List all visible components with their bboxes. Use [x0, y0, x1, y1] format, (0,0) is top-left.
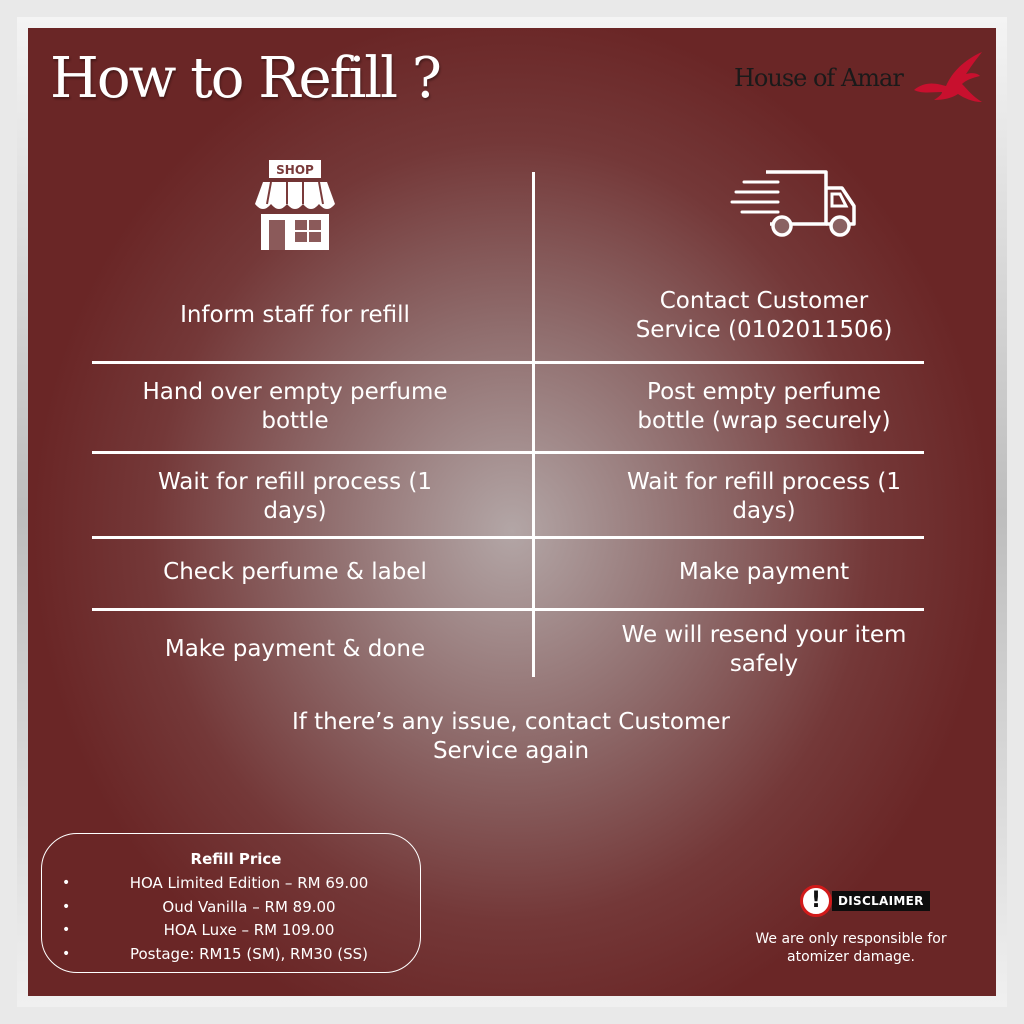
disclaimer-text: We are only responsible for atomizer dam… — [755, 931, 947, 965]
row-divider — [92, 536, 924, 539]
price-item: Oud Vanilla – RM 89.00 — [42, 896, 432, 920]
online-step-3: Wait for refill process (1 days) — [626, 469, 901, 524]
brand-logo: House of Amar — [734, 42, 984, 102]
in-store-step-2: Hand over empty perfume bottle — [142, 379, 448, 434]
online-step-1: Contact Customer Service (0102011506) — [635, 288, 893, 343]
refill-price-title: Refill Price — [190, 850, 282, 868]
brand-name: House of Amar — [734, 64, 904, 92]
refill-panel: How to Refill ? House of Amar SHOP — [28, 28, 996, 996]
disclaimer-label: DISCLAIMER — [832, 891, 930, 911]
exclamation-icon: ! — [800, 885, 832, 917]
online-step-4: Make payment — [678, 559, 850, 585]
in-store-step-1: Inform staff for refill — [180, 302, 410, 328]
in-store-step-5: Make payment & done — [164, 636, 426, 662]
column-divider — [532, 172, 535, 677]
online-step-5: We will resend your item safely — [621, 622, 907, 677]
online-step-2: Post empty perfume bottle (wrap securely… — [637, 379, 891, 434]
price-item: HOA Luxe – RM 109.00 — [42, 919, 432, 943]
shop-icon: SHOP — [255, 160, 335, 250]
pegasus-logo-icon — [914, 52, 982, 102]
row-divider — [92, 361, 924, 364]
row-divider — [92, 608, 924, 611]
row-divider — [92, 451, 924, 454]
in-store-step-3: Wait for refill process (1 days) — [157, 469, 432, 524]
refill-price-box: Refill Price HOA Limited Edition – RM 69… — [41, 833, 421, 973]
price-item: HOA Limited Edition – RM 69.00 — [42, 872, 432, 896]
price-item: Postage: RM15 (SM), RM30 (SS) — [42, 943, 432, 967]
disclaimer-badge: ! DISCLAIMER — [800, 885, 930, 919]
issue-note: If there’s any issue, contact Customer S… — [291, 709, 731, 764]
in-store-step-4: Check perfume & label — [163, 559, 427, 585]
delivery-truck-icon — [730, 170, 856, 237]
shop-sign-text: SHOP — [276, 163, 314, 177]
page-title: How to Refill ? — [50, 46, 442, 111]
refill-price-list: HOA Limited Edition – RM 69.00 Oud Vanil… — [42, 872, 432, 966]
